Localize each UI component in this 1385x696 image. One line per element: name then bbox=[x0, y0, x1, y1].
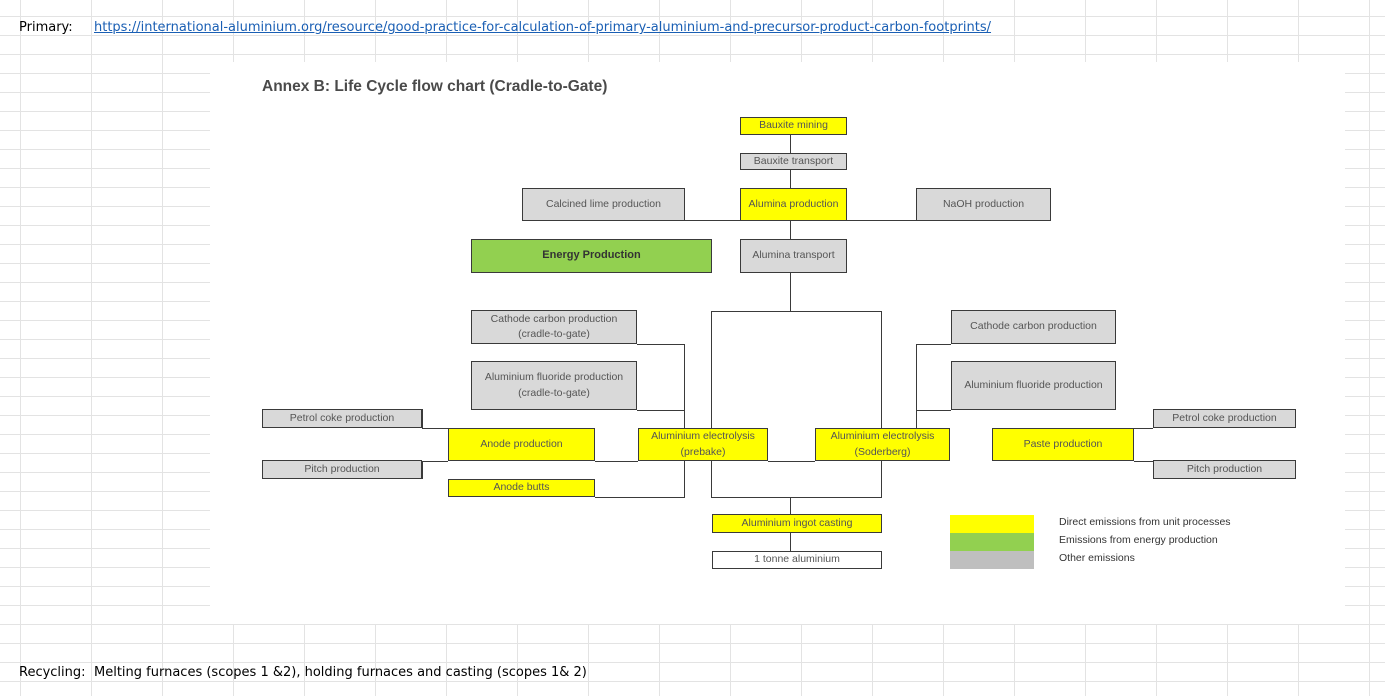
connector bbox=[422, 461, 423, 479]
connector bbox=[916, 344, 917, 428]
node-one-tonne: 1 tonne aluminium bbox=[712, 551, 882, 569]
legend-label-other: Other emissions bbox=[1059, 552, 1135, 564]
connector bbox=[1134, 428, 1153, 429]
connector bbox=[711, 311, 882, 312]
connector bbox=[422, 409, 423, 429]
connector bbox=[790, 135, 791, 153]
legend-swatch-energy bbox=[950, 533, 1034, 551]
node-anode-production: Anode production bbox=[448, 428, 595, 461]
connector bbox=[595, 497, 685, 498]
primary-link[interactable]: https://international-aluminium.org/reso… bbox=[94, 20, 992, 35]
node-petrol-coke-left: Petrol coke production bbox=[262, 409, 422, 428]
connector bbox=[790, 170, 791, 189]
legend-swatch-direct bbox=[950, 515, 1034, 533]
node-ingot-casting: Aluminium ingot casting bbox=[712, 514, 882, 533]
connector bbox=[768, 461, 815, 462]
chart-title: Annex B: Life Cycle flow chart (Cradle-t… bbox=[262, 78, 608, 95]
connector bbox=[916, 344, 951, 345]
connector bbox=[422, 428, 448, 429]
connector bbox=[711, 497, 882, 498]
node-calcined-lime: Calcined lime production bbox=[522, 188, 685, 221]
node-electrolysis-prebake: Aluminium electrolysis (prebake) bbox=[638, 428, 768, 461]
node-aluminium-fluoride-left: Aluminium fluoride production (cradle-to… bbox=[471, 361, 637, 410]
node-cathode-carbon-left: Cathode carbon production (cradle-to-gat… bbox=[471, 310, 637, 344]
connector bbox=[1152, 428, 1153, 429]
connector bbox=[711, 461, 712, 498]
connector bbox=[1134, 461, 1153, 462]
node-petrol-coke-right: Petrol coke production bbox=[1153, 409, 1296, 428]
connector bbox=[916, 410, 951, 411]
node-energy-production: Energy Production bbox=[471, 239, 712, 273]
connector bbox=[711, 311, 712, 428]
connector bbox=[790, 497, 791, 514]
recycling-text: Melting furnaces (scopes 1 &2), holding … bbox=[94, 665, 587, 680]
connector bbox=[684, 461, 685, 498]
node-bauxite-transport: Bauxite transport bbox=[740, 153, 847, 170]
legend-label-energy: Emissions from energy production bbox=[1059, 534, 1218, 546]
node-alumina-production: Alumina production bbox=[740, 188, 847, 221]
node-electrolysis-soderberg: Aluminium electrolysis (Soderberg) bbox=[815, 428, 950, 461]
connector bbox=[637, 410, 685, 411]
legend-swatch-other bbox=[950, 551, 1034, 569]
node-paste-production: Paste production bbox=[992, 428, 1134, 461]
connector bbox=[881, 461, 882, 498]
legend-label-direct: Direct emissions from unit processes bbox=[1059, 516, 1231, 528]
connector bbox=[881, 311, 882, 428]
node-pitch-left: Pitch production bbox=[262, 460, 422, 479]
connector bbox=[790, 273, 791, 311]
node-naoh: NaOH production bbox=[916, 188, 1051, 221]
node-cathode-carbon-right: Cathode carbon production bbox=[951, 310, 1116, 344]
node-alumina-transport: Alumina transport bbox=[740, 239, 847, 273]
primary-label: Primary: bbox=[19, 20, 73, 35]
connector bbox=[790, 221, 791, 240]
node-pitch-right: Pitch production bbox=[1153, 460, 1296, 479]
connector bbox=[684, 344, 685, 428]
recycling-label: Recycling: bbox=[19, 665, 86, 680]
node-aluminium-fluoride-right: Aluminium fluoride production bbox=[951, 361, 1116, 410]
connector bbox=[637, 344, 685, 345]
node-bauxite-mining: Bauxite mining bbox=[740, 117, 847, 135]
connector bbox=[422, 461, 448, 462]
node-anode-butts: Anode butts bbox=[448, 479, 595, 497]
connector bbox=[790, 533, 791, 551]
connector bbox=[595, 461, 638, 462]
